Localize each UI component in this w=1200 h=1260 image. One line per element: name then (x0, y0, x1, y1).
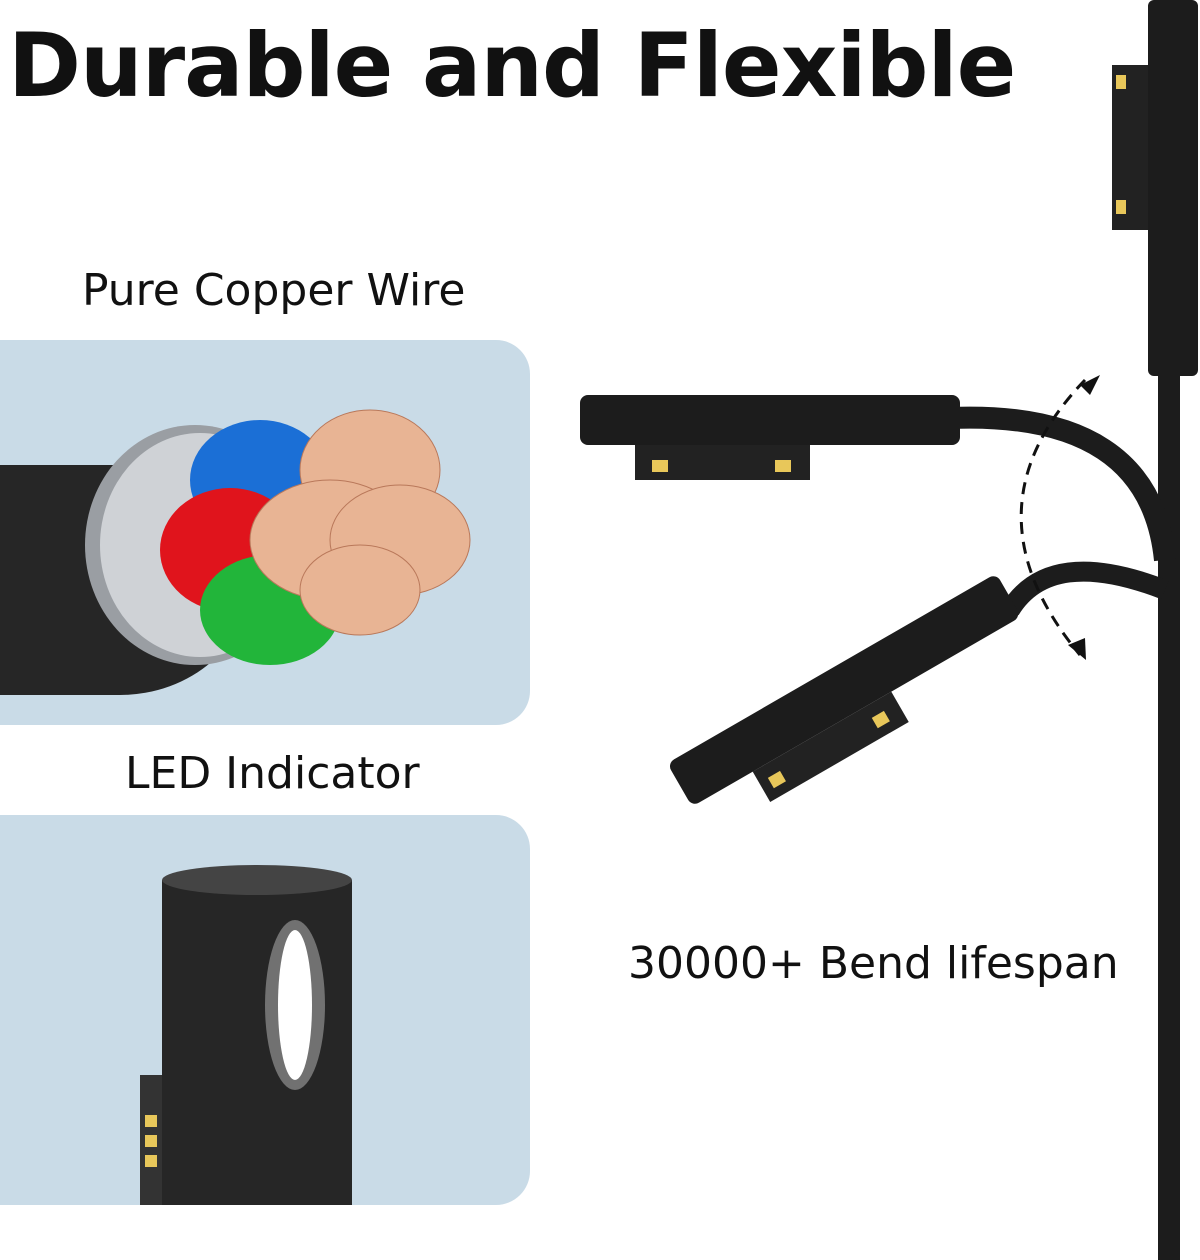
copper-wire-panel (0, 340, 530, 725)
copper-wire-illustration (0, 409, 471, 695)
led-indicator-panel (0, 815, 530, 1205)
page-title: Durable and Flexible (8, 14, 1016, 117)
feature-label-copper: Pure Copper Wire (82, 265, 466, 316)
feature-label-bend-lifespan: 30000+ Bend lifespan (628, 938, 1119, 989)
led-indicator-illustration (140, 865, 352, 1205)
feature-label-led: LED Indicator (125, 748, 420, 799)
